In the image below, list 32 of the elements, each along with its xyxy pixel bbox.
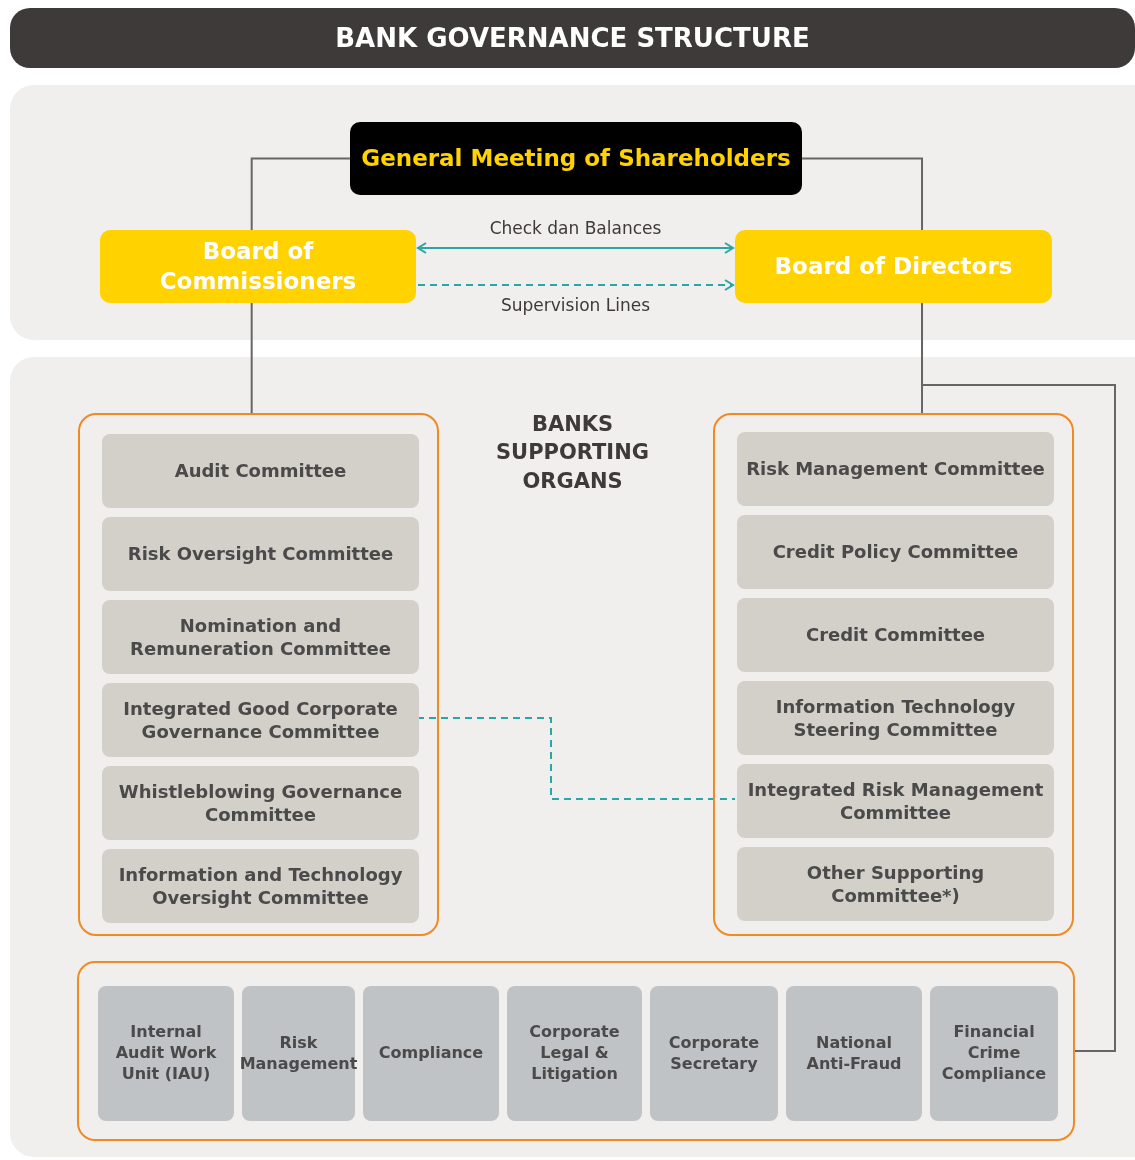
title-banner: BANK GOVERNANCE STRUCTURE bbox=[10, 8, 1135, 68]
unit-box: Financial Crime Compliance bbox=[930, 986, 1058, 1121]
unit-box: Compliance bbox=[363, 986, 499, 1121]
unit-box: National Anti-Fraud bbox=[786, 986, 922, 1121]
unit-box: Corporate Secretary bbox=[650, 986, 778, 1121]
committee-box: Credit Policy Committee bbox=[737, 515, 1054, 589]
connector bbox=[417, 279, 734, 291]
committee-box: Information and Technology Oversight Committee bbox=[102, 849, 419, 923]
connector bbox=[801, 157, 924, 231]
committee-box: Information Technology Steering Committee bbox=[737, 681, 1054, 755]
committee-box: Whistleblowing Governance Committee bbox=[102, 766, 419, 840]
meeting-box: General Meeting of Shareholders bbox=[350, 122, 802, 195]
board-box: Board of Commissioners bbox=[100, 230, 416, 303]
unit-box: Risk Management bbox=[242, 986, 355, 1121]
committee-box: Risk Oversight Committee bbox=[102, 517, 419, 591]
section-heading: BANKS SUPPORTING ORGANS bbox=[495, 411, 650, 495]
committee-box: Nomination and Remuneration Committee bbox=[102, 600, 419, 674]
group-frame bbox=[78, 413, 439, 936]
committee-box: Integrated Risk Management Committee bbox=[737, 764, 1054, 838]
connector bbox=[250, 157, 351, 231]
committee-box: Credit Committee bbox=[737, 598, 1054, 672]
group-frame bbox=[77, 961, 1075, 1141]
connector bbox=[250, 302, 253, 414]
connector bbox=[417, 242, 734, 254]
committee-box: Risk Management Committee bbox=[737, 432, 1054, 506]
committee-box: Other Supporting Committee*) bbox=[737, 847, 1054, 921]
unit-box: Corporate Legal & Litigation bbox=[507, 986, 642, 1121]
board-box: Board of Directors bbox=[735, 230, 1052, 303]
group-frame bbox=[713, 413, 1074, 936]
committee-box: Integrated Good Corporate Governance Committee bbox=[102, 683, 419, 757]
committee-box: Audit Committee bbox=[102, 434, 419, 508]
unit-box: Internal Audit Work Unit (IAU) bbox=[98, 986, 234, 1121]
